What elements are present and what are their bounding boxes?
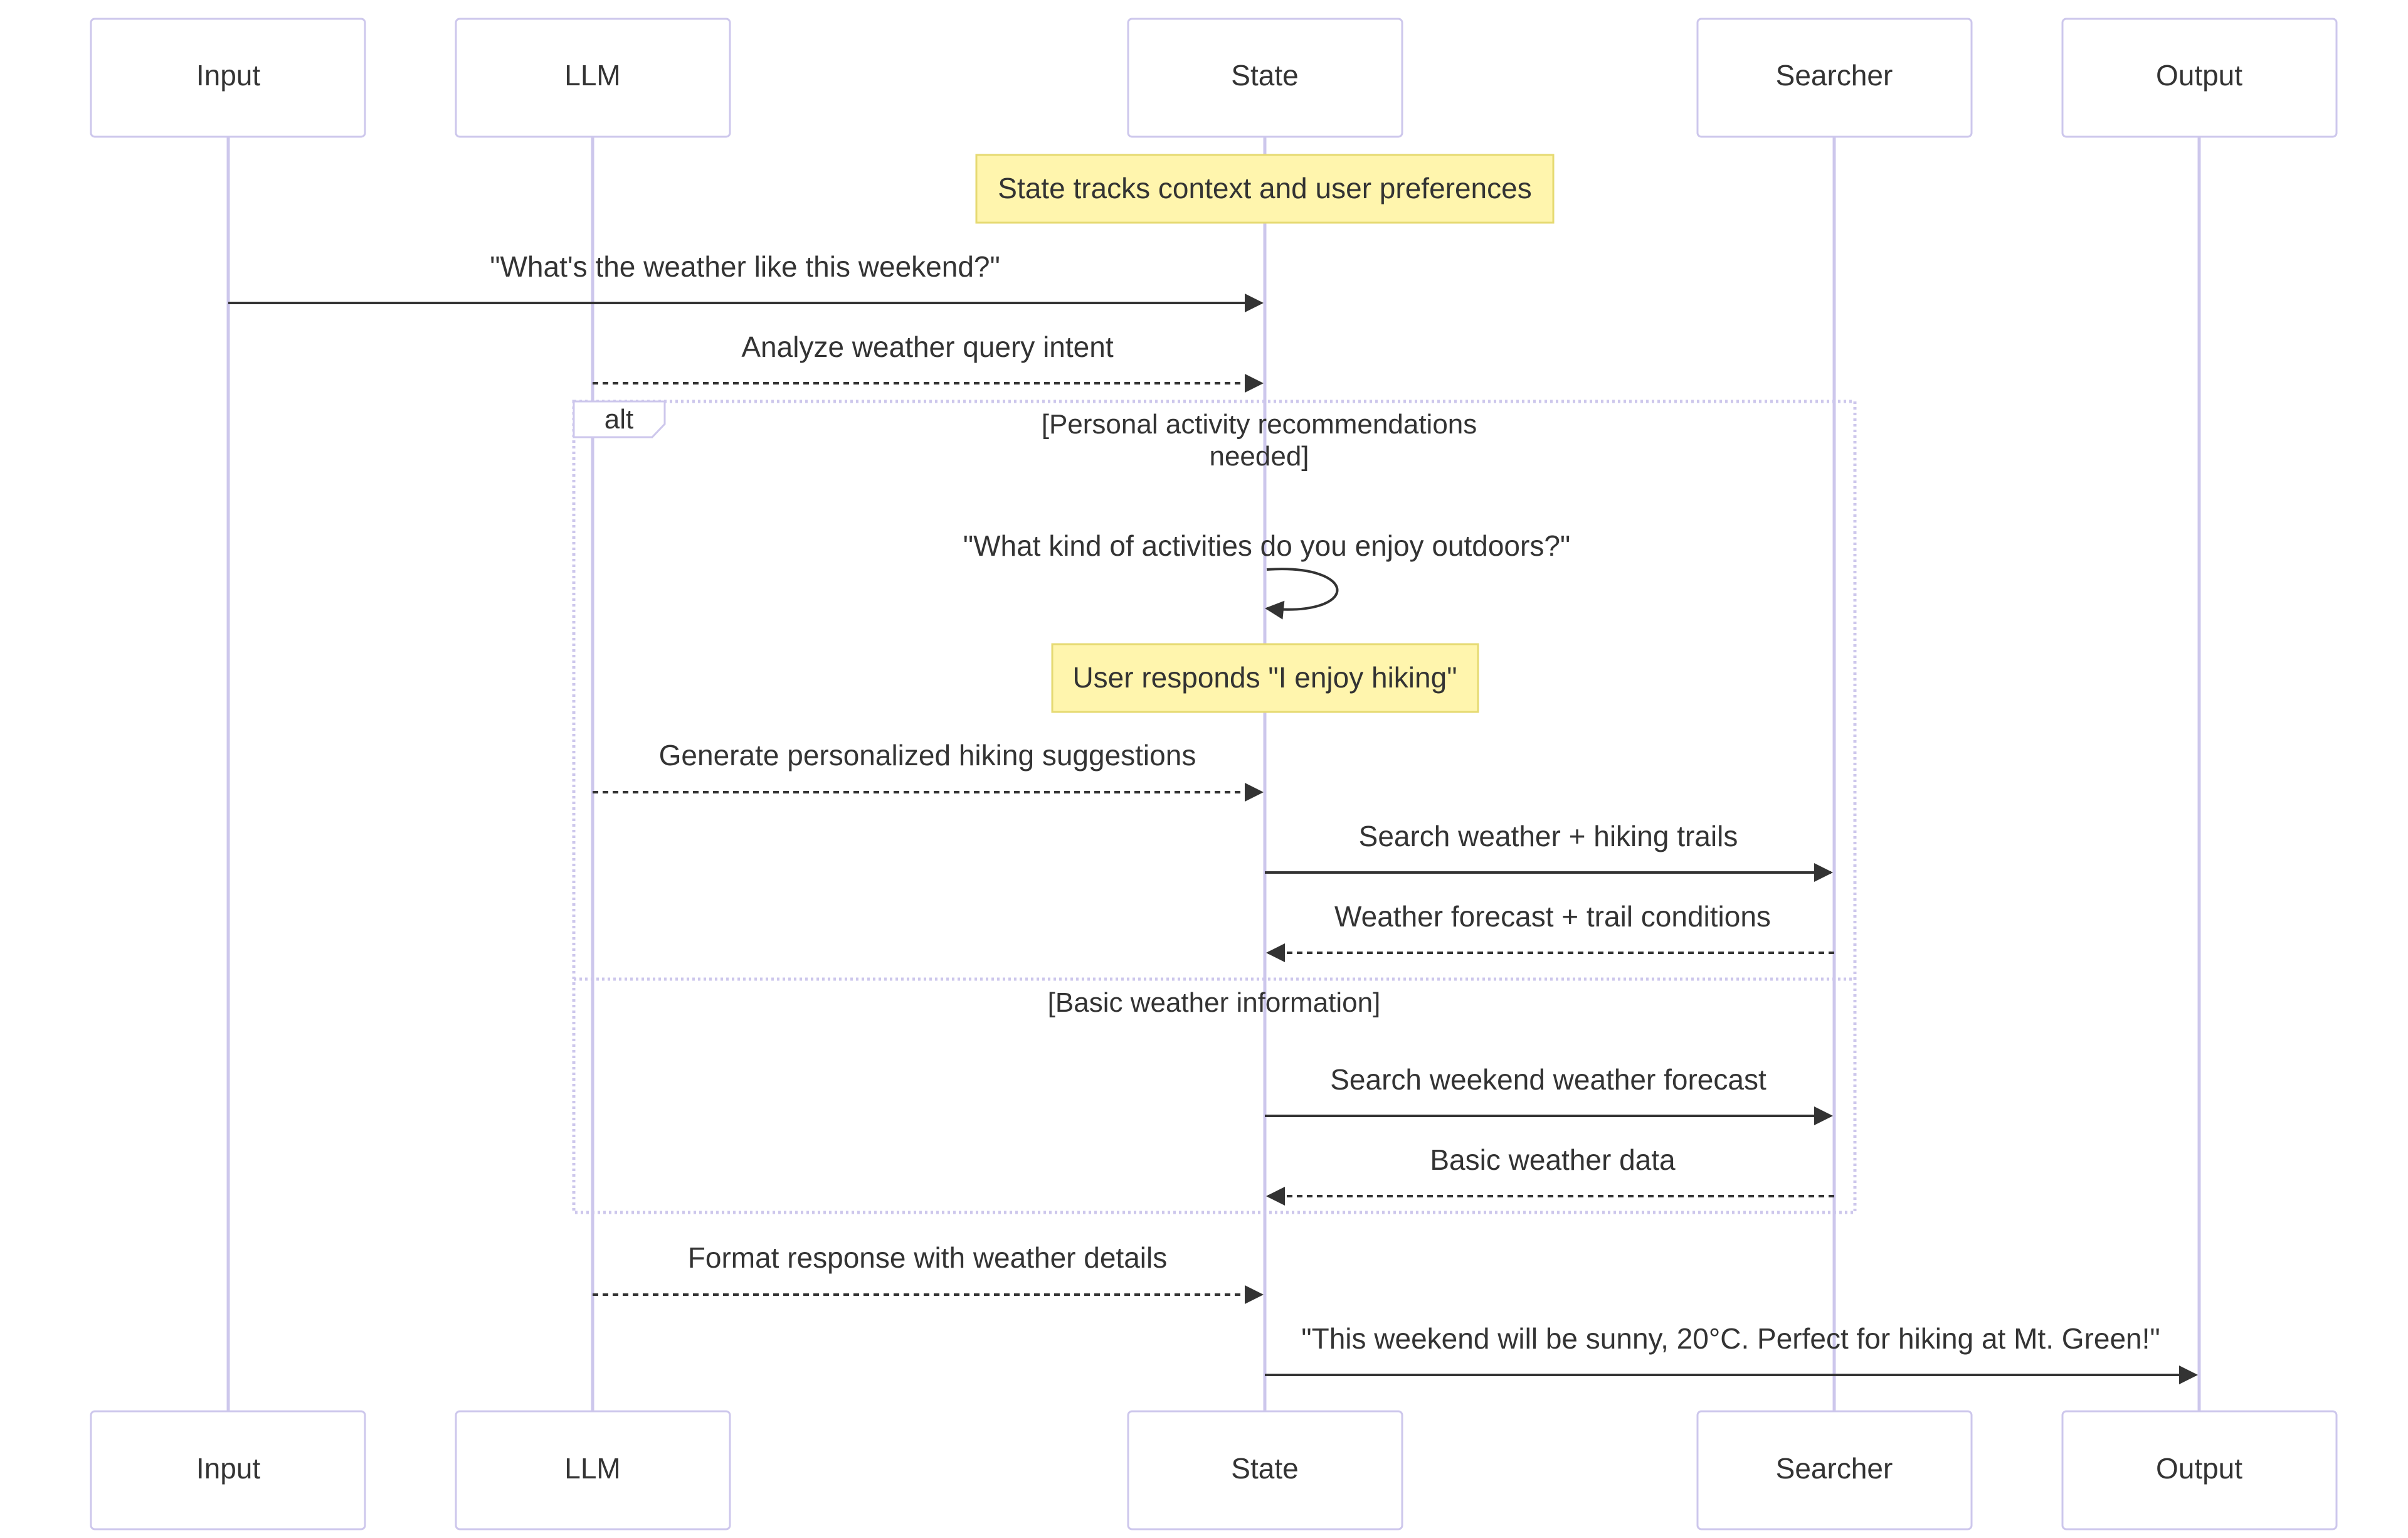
message-1: "What's the weather like this weekend?" xyxy=(228,250,1264,312)
actor-input-top: Input xyxy=(90,18,366,138)
message-label: Format response with weather details xyxy=(688,1241,1167,1274)
message-label: Search weekend weather forecast xyxy=(1330,1063,1766,1096)
message-5: Search weather + hiking trails xyxy=(1265,820,1833,882)
actor-label: LLM xyxy=(564,59,620,92)
message-label: "What's the weather like this weekend?" xyxy=(490,250,1000,283)
actor-label: Searcher xyxy=(1776,1452,1893,1485)
message-label: Search weather + hiking trails xyxy=(1359,820,1738,852)
message-label: "This weekend will be sunny, 20°C. Perfe… xyxy=(1301,1322,2160,1355)
actor-llm-top: LLM xyxy=(455,18,731,138)
actor-state-bottom: State xyxy=(1127,1410,1403,1530)
message-6: Weather forecast + trail conditions xyxy=(1266,900,1834,962)
note-user-responds: User responds "I enjoy hiking" xyxy=(1051,643,1479,713)
message-4: Generate personalized hiking suggestions xyxy=(593,739,1264,802)
actor-label: Output xyxy=(2156,1452,2242,1485)
message-2: Analyze weather query intent xyxy=(593,331,1264,393)
actor-label: State xyxy=(1231,59,1298,92)
alt-condition-2: [Basic weather information] xyxy=(1048,987,1381,1018)
note-text: State tracks context and user preference… xyxy=(998,172,1531,204)
actor-label: State xyxy=(1231,1452,1298,1485)
alt-tab xyxy=(573,400,666,438)
message-label: Basic weather data xyxy=(1430,1143,1676,1176)
message-label: "What kind of activities do you enjoy ou… xyxy=(963,529,1571,562)
alt-condition-1-cont: needed] xyxy=(1209,441,1309,472)
actor-label: LLM xyxy=(564,1452,620,1485)
message-label: Generate personalized hiking suggestions xyxy=(659,739,1196,772)
actor-searcher-bottom: Searcher xyxy=(1696,1410,1973,1530)
actor-searcher-top: Searcher xyxy=(1696,18,1973,138)
message-9: Format response with weather details xyxy=(593,1241,1264,1304)
alt-tab-label: alt xyxy=(605,404,633,435)
actor-label: Output xyxy=(2156,59,2242,92)
message-3: "What kind of activities do you enjoy ou… xyxy=(963,529,1571,620)
self-loop-arrow xyxy=(1265,568,1339,620)
message-label: Analyze weather query intent xyxy=(741,331,1113,363)
actor-label: Input xyxy=(196,1452,261,1485)
note-text: User responds "I enjoy hiking" xyxy=(1072,661,1457,694)
actor-state-top: State xyxy=(1127,18,1403,138)
message-label: Weather forecast + trail conditions xyxy=(1334,900,1771,933)
message-7: Search weekend weather forecast xyxy=(1265,1063,1833,1125)
message-8: Basic weather data xyxy=(1266,1143,1834,1206)
alt-frame: alt [Personal activity recommendations n… xyxy=(572,400,1857,1214)
message-10: "This weekend will be sunny, 20°C. Perfe… xyxy=(1265,1322,2198,1384)
alt-condition-1: [Personal activity recommendations xyxy=(1042,409,1477,440)
actor-llm-bottom: LLM xyxy=(455,1410,731,1530)
actor-label: Searcher xyxy=(1776,59,1893,92)
actor-output-bottom: Output xyxy=(2061,1410,2338,1530)
note-state-tracks: State tracks context and user preference… xyxy=(975,154,1555,224)
actor-output-top: Output xyxy=(2061,18,2338,138)
actor-input-bottom: Input xyxy=(90,1410,366,1530)
actor-label: Input xyxy=(196,59,261,92)
